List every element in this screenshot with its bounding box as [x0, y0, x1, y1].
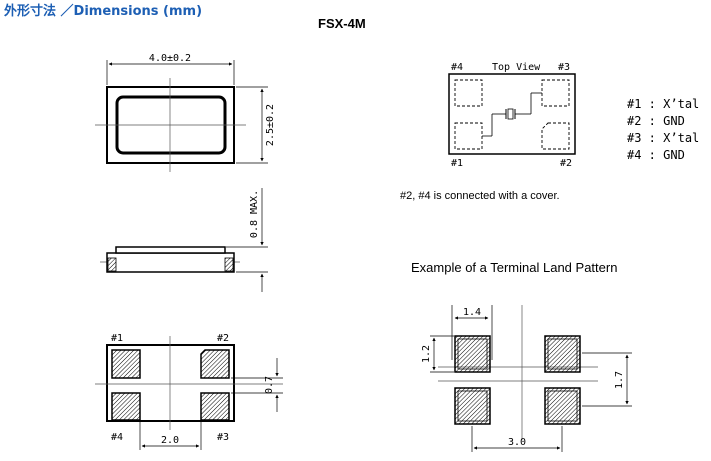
land-pad-top-left [454, 335, 491, 373]
bottom-pin-1-label: #1 [111, 333, 123, 344]
land-pad-bottom-left [454, 387, 491, 425]
land-vertical-pitch-label: 1.7 [614, 371, 625, 389]
bottom-pad-1 [111, 349, 141, 379]
bottom-pin-4-label: #4 [111, 432, 123, 443]
pin-legend-row: #1 : X’tal [627, 97, 700, 111]
package-height-label: 2.5±0.2 [265, 104, 276, 146]
top-pin-1-label: #1 [451, 158, 463, 169]
pin-legend-function: GND [663, 114, 685, 128]
pin-legend-row: #4 : GND [627, 148, 685, 162]
pin-legend-pin: #1 [627, 97, 642, 111]
pin-legend-pin: #3 [627, 131, 642, 145]
package-thickness-label: 0.8 MAX. [249, 190, 260, 238]
pin-legend-function: X’tal [663, 97, 700, 111]
pin-legend-function: GND [663, 148, 685, 162]
bottom-pad-3 [200, 392, 230, 421]
bottom-pin-2-label: #2 [217, 333, 229, 344]
pin-legend-pin: #4 [627, 148, 642, 162]
land-pad-bottom-right [544, 387, 581, 425]
top-pin-3-label: #3 [558, 62, 570, 73]
package-width-label: 4.0±0.2 [149, 53, 191, 64]
pin-legend-function: X’tal [663, 131, 700, 145]
land-horizontal-pitch-label: 3.0 [508, 437, 526, 448]
top-view-title: Top View [492, 62, 541, 73]
pin-legend-row: #2 : GND [627, 114, 685, 128]
land-pattern-drawing: 1.4 1.2 1.7 3.0 [421, 305, 632, 452]
package-side-view: 0.8 MAX. [100, 188, 268, 292]
top-pin-4-label: #4 [451, 62, 463, 73]
page-header: 外形寸法 ／Dimensions (mm) [4, 4, 203, 19]
model-title: FSX-4M [318, 16, 366, 31]
package-bottom-view: #1 #2 #4 #3 0.7 2.0 [95, 333, 283, 450]
bottom-pin-3-label: #3 [217, 432, 229, 443]
land-pattern-title: Example of a Terminal Land Pattern [411, 260, 618, 275]
land-pad-top-right [544, 335, 581, 373]
top-view-schematic: Top View #4 #3 #1 #2 [448, 62, 576, 169]
land-pad-height-label: 1.2 [421, 345, 432, 363]
pin-legend-pin: #2 [627, 114, 642, 128]
bottom-pad-2 [200, 349, 230, 379]
pad-pitch-label: 2.0 [161, 435, 179, 446]
top-pin-2-label: #2 [560, 158, 572, 169]
pad-offset-label: 0.7 [264, 376, 275, 394]
crystal-symbol [482, 92, 542, 137]
bottom-pad-4 [111, 392, 141, 421]
land-pad-width-label: 1.4 [463, 307, 481, 318]
pin-legend-row: #3 : X’tal [627, 131, 700, 145]
package-top-view: 4.0±0.2 2.5±0.2 [95, 53, 276, 172]
cover-connection-note: #2, #4 is connected with a cover. [400, 190, 560, 202]
pin-function-legend: #1 : X’tal #2 : GND #3 : X’tal #4 : GND [627, 96, 699, 164]
